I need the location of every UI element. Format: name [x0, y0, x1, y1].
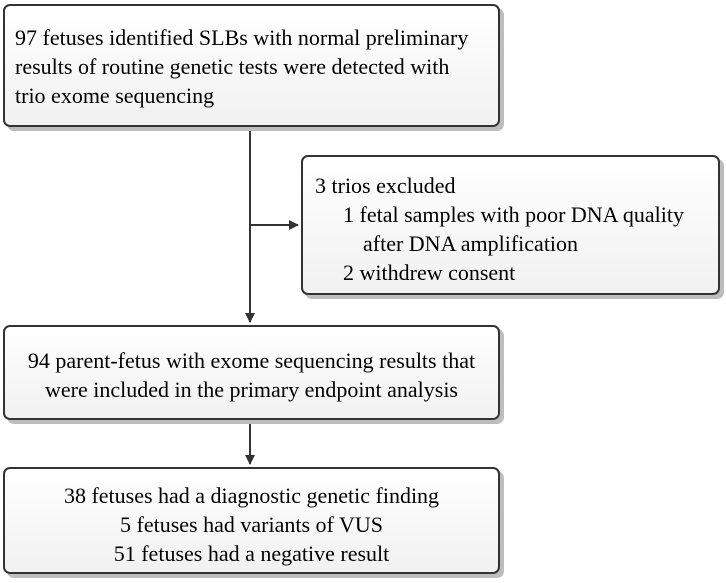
included-line-1: 94 parent-fetus with exome sequencing re… — [27, 348, 476, 373]
excluded-reason-1: 1 fetal samples with poor DNA quality — [343, 202, 684, 227]
included-box: 94 parent-fetus with exome sequencing re… — [3, 325, 500, 420]
results-box: 38 fetuses had a diagnostic genetic find… — [3, 467, 500, 574]
excluded-reason-2: 2 withdrew consent — [343, 260, 516, 285]
screening-line-2: results of routine genetic tests were de… — [15, 54, 450, 79]
results-line-1: 38 fetuses had a diagnostic genetic find… — [63, 483, 440, 508]
excluded-reason-1-cont: after DNA amplification — [363, 231, 579, 256]
included-line-2: were included in the primary endpoint an… — [45, 377, 458, 402]
excluded-box: 3 trios excluded 1 fetal samples with po… — [301, 155, 720, 295]
screening-box: 97 fetuses identified SLBs with normal p… — [3, 4, 500, 127]
screening-line-3: trio exome sequencing — [15, 83, 215, 108]
results-line-2: 5 fetuses had variants of VUS — [120, 512, 383, 537]
excluded-heading: 3 trios excluded — [315, 173, 456, 198]
results-line-3: 51 fetuses had a negative result — [113, 541, 390, 566]
screening-line-1: 97 fetuses identified SLBs with normal p… — [15, 25, 469, 50]
